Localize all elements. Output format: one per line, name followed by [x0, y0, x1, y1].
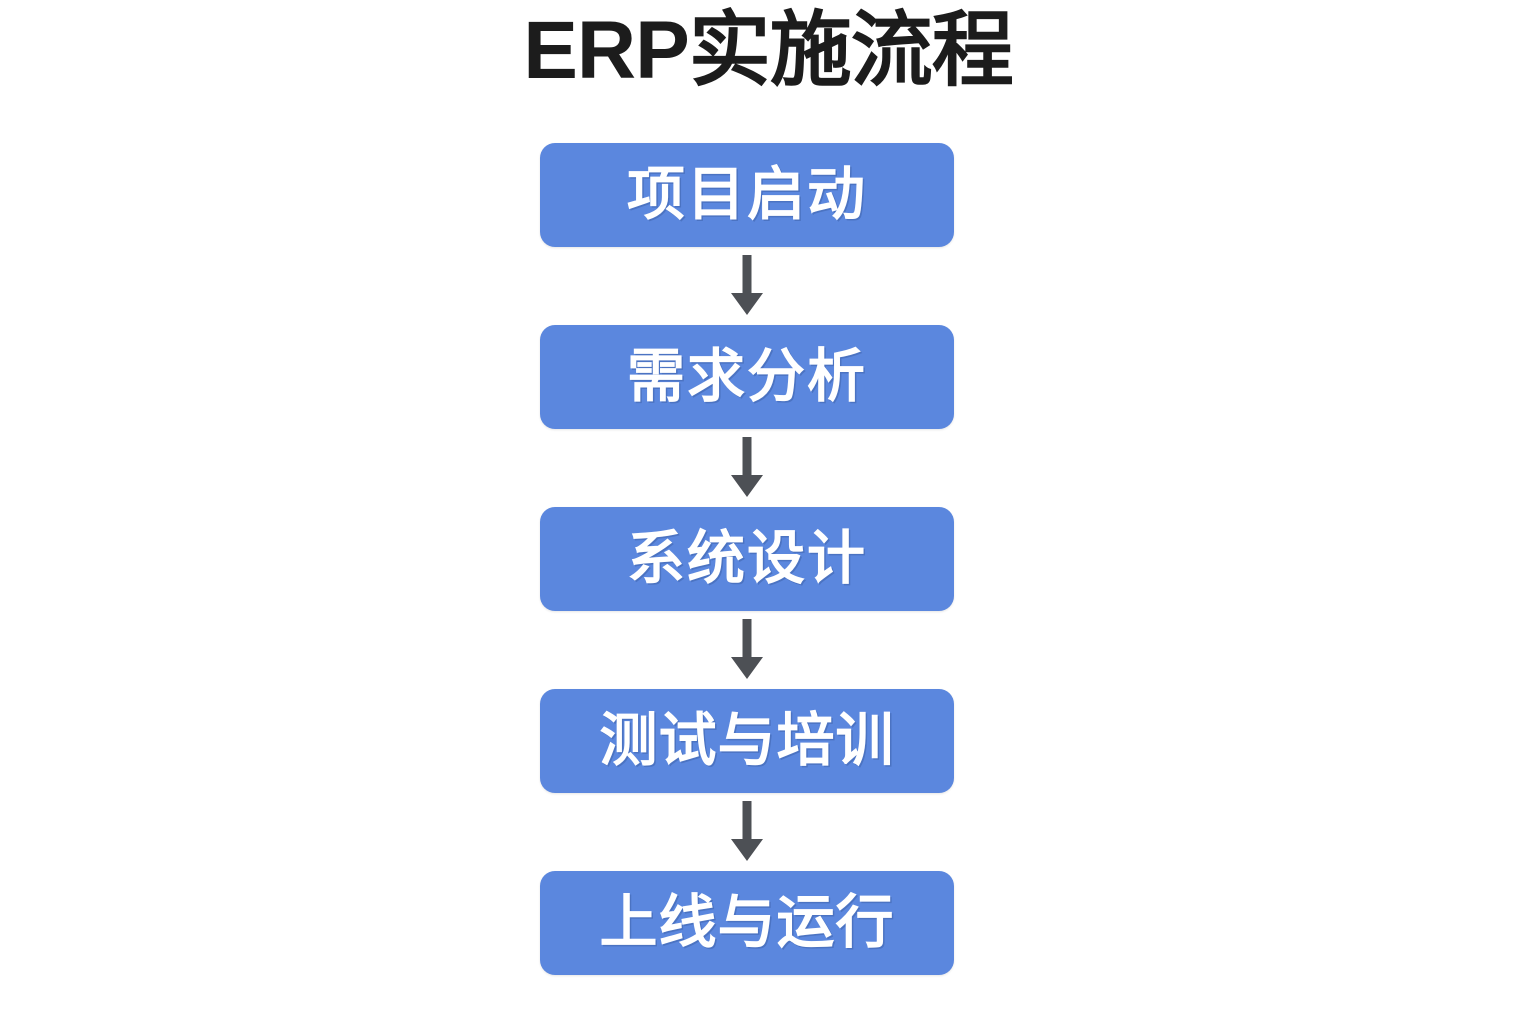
arrow-down-icon — [725, 619, 769, 681]
flow-connector-2-3 — [540, 429, 954, 507]
flow-connector-3-4 — [540, 611, 954, 689]
flow-node-step-1[interactable]: 项目启动 — [540, 143, 954, 247]
flow-node-step-5[interactable]: 上线与运行 — [540, 871, 954, 975]
arrow-down-icon — [725, 437, 769, 499]
flow-node-label: 项目启动 — [626, 162, 867, 227]
flow-node-step-2[interactable]: 需求分析 — [540, 325, 954, 429]
flow-node-step-3[interactable]: 系统设计 — [540, 507, 954, 611]
arrow-down-icon — [725, 801, 769, 863]
flow-node-label: 需求分析 — [626, 344, 867, 409]
page-title: ERP实施流程 — [523, 5, 1014, 96]
flow-node-label: 测试与培训 — [599, 708, 895, 773]
flow-node-label: 系统设计 — [626, 526, 867, 591]
flow-node-step-4[interactable]: 测试与培训 — [540, 689, 954, 793]
arrow-down-icon — [725, 255, 769, 317]
flow-column: 项目启动 需求分析 系统设计 — [540, 143, 954, 975]
flow-node-label: 上线与运行 — [599, 890, 895, 955]
flow-connector-1-2 — [540, 247, 954, 325]
flow-connector-4-5 — [540, 793, 954, 871]
